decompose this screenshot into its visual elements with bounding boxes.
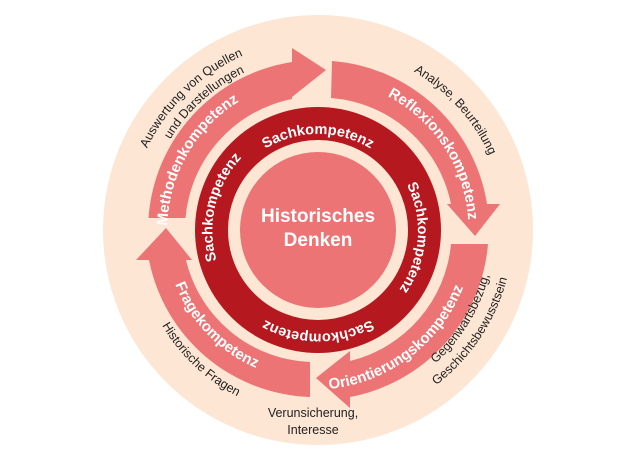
annotation-bottom-line2: Interesse <box>287 423 339 437</box>
arrow-orientierungskompetenz <box>316 244 488 408</box>
arrow-reflexionskompetenz <box>331 61 500 236</box>
core-circle <box>240 152 396 308</box>
cycle-arrows <box>136 48 500 408</box>
sachkompetenz-ring <box>195 107 441 353</box>
center-title-line2: Denken <box>284 230 353 251</box>
annotation-bottom: Verunsicherung, Interesse <box>258 405 368 439</box>
arrow-methodenkompetenz <box>148 48 326 218</box>
annotation-bottom-line1: Verunsicherung, <box>267 406 359 420</box>
center-title-line1: Historisches <box>261 206 375 227</box>
arrow-fragekompetenz <box>136 228 310 397</box>
